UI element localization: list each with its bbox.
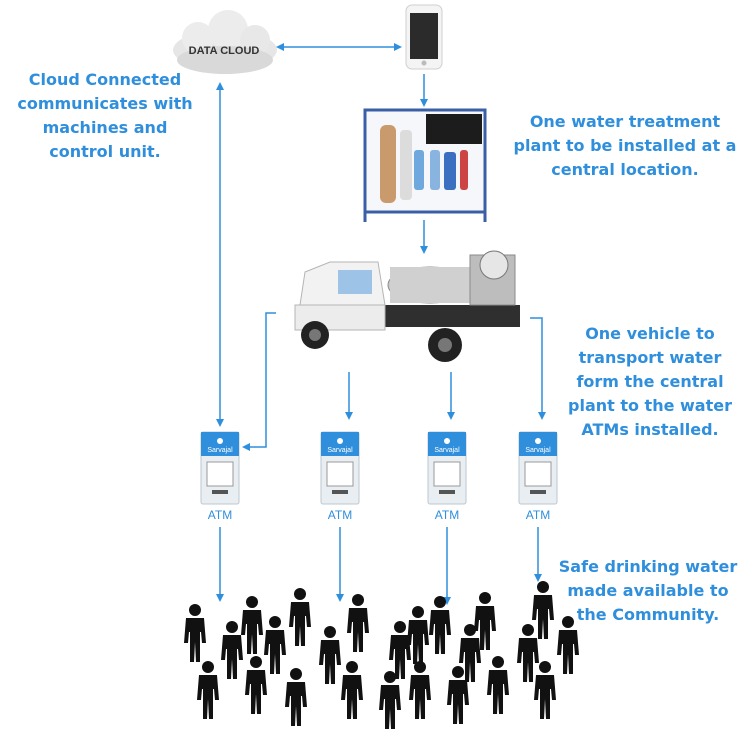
atm-brand: Sarvajal bbox=[327, 447, 353, 454]
water-atm-1: Sarvajal bbox=[200, 431, 240, 505]
atm-brand: Sarvajal bbox=[434, 447, 460, 454]
data-cloud-icon: DATA CLOUD bbox=[173, 10, 277, 74]
water-atm-3: Sarvajal bbox=[427, 431, 467, 505]
truck-atm4-arrow bbox=[530, 317, 546, 420]
atm-brand: Sarvajal bbox=[207, 447, 233, 454]
truck-atm1-arrow bbox=[242, 312, 276, 451]
plant-note: One water treatment plant to be installe… bbox=[513, 112, 737, 179]
community-note: Safe drinking water made available to th… bbox=[558, 557, 738, 624]
water-tanker-truck-image bbox=[294, 250, 520, 362]
community-crowd-icon bbox=[184, 581, 579, 729]
water-atm-4: Sarvajal bbox=[518, 431, 558, 505]
connector-arrows bbox=[216, 43, 546, 605]
atm-label: ATM bbox=[434, 508, 460, 522]
data-cloud-label: DATA CLOUD bbox=[189, 45, 260, 57]
water-treatment-plant-image bbox=[363, 108, 487, 222]
atm-brand: Sarvajal bbox=[525, 447, 551, 454]
atm-label: ATM bbox=[525, 508, 551, 522]
water-atm-2: Sarvajal bbox=[320, 431, 360, 505]
cloud-note: Cloud Connected communicates with machin… bbox=[17, 70, 193, 161]
vehicle-note: One vehicle to transport water form the … bbox=[568, 324, 732, 439]
atm-label: ATM bbox=[207, 508, 233, 522]
smartphone-icon bbox=[405, 4, 443, 70]
atm-label: ATM bbox=[327, 508, 353, 522]
